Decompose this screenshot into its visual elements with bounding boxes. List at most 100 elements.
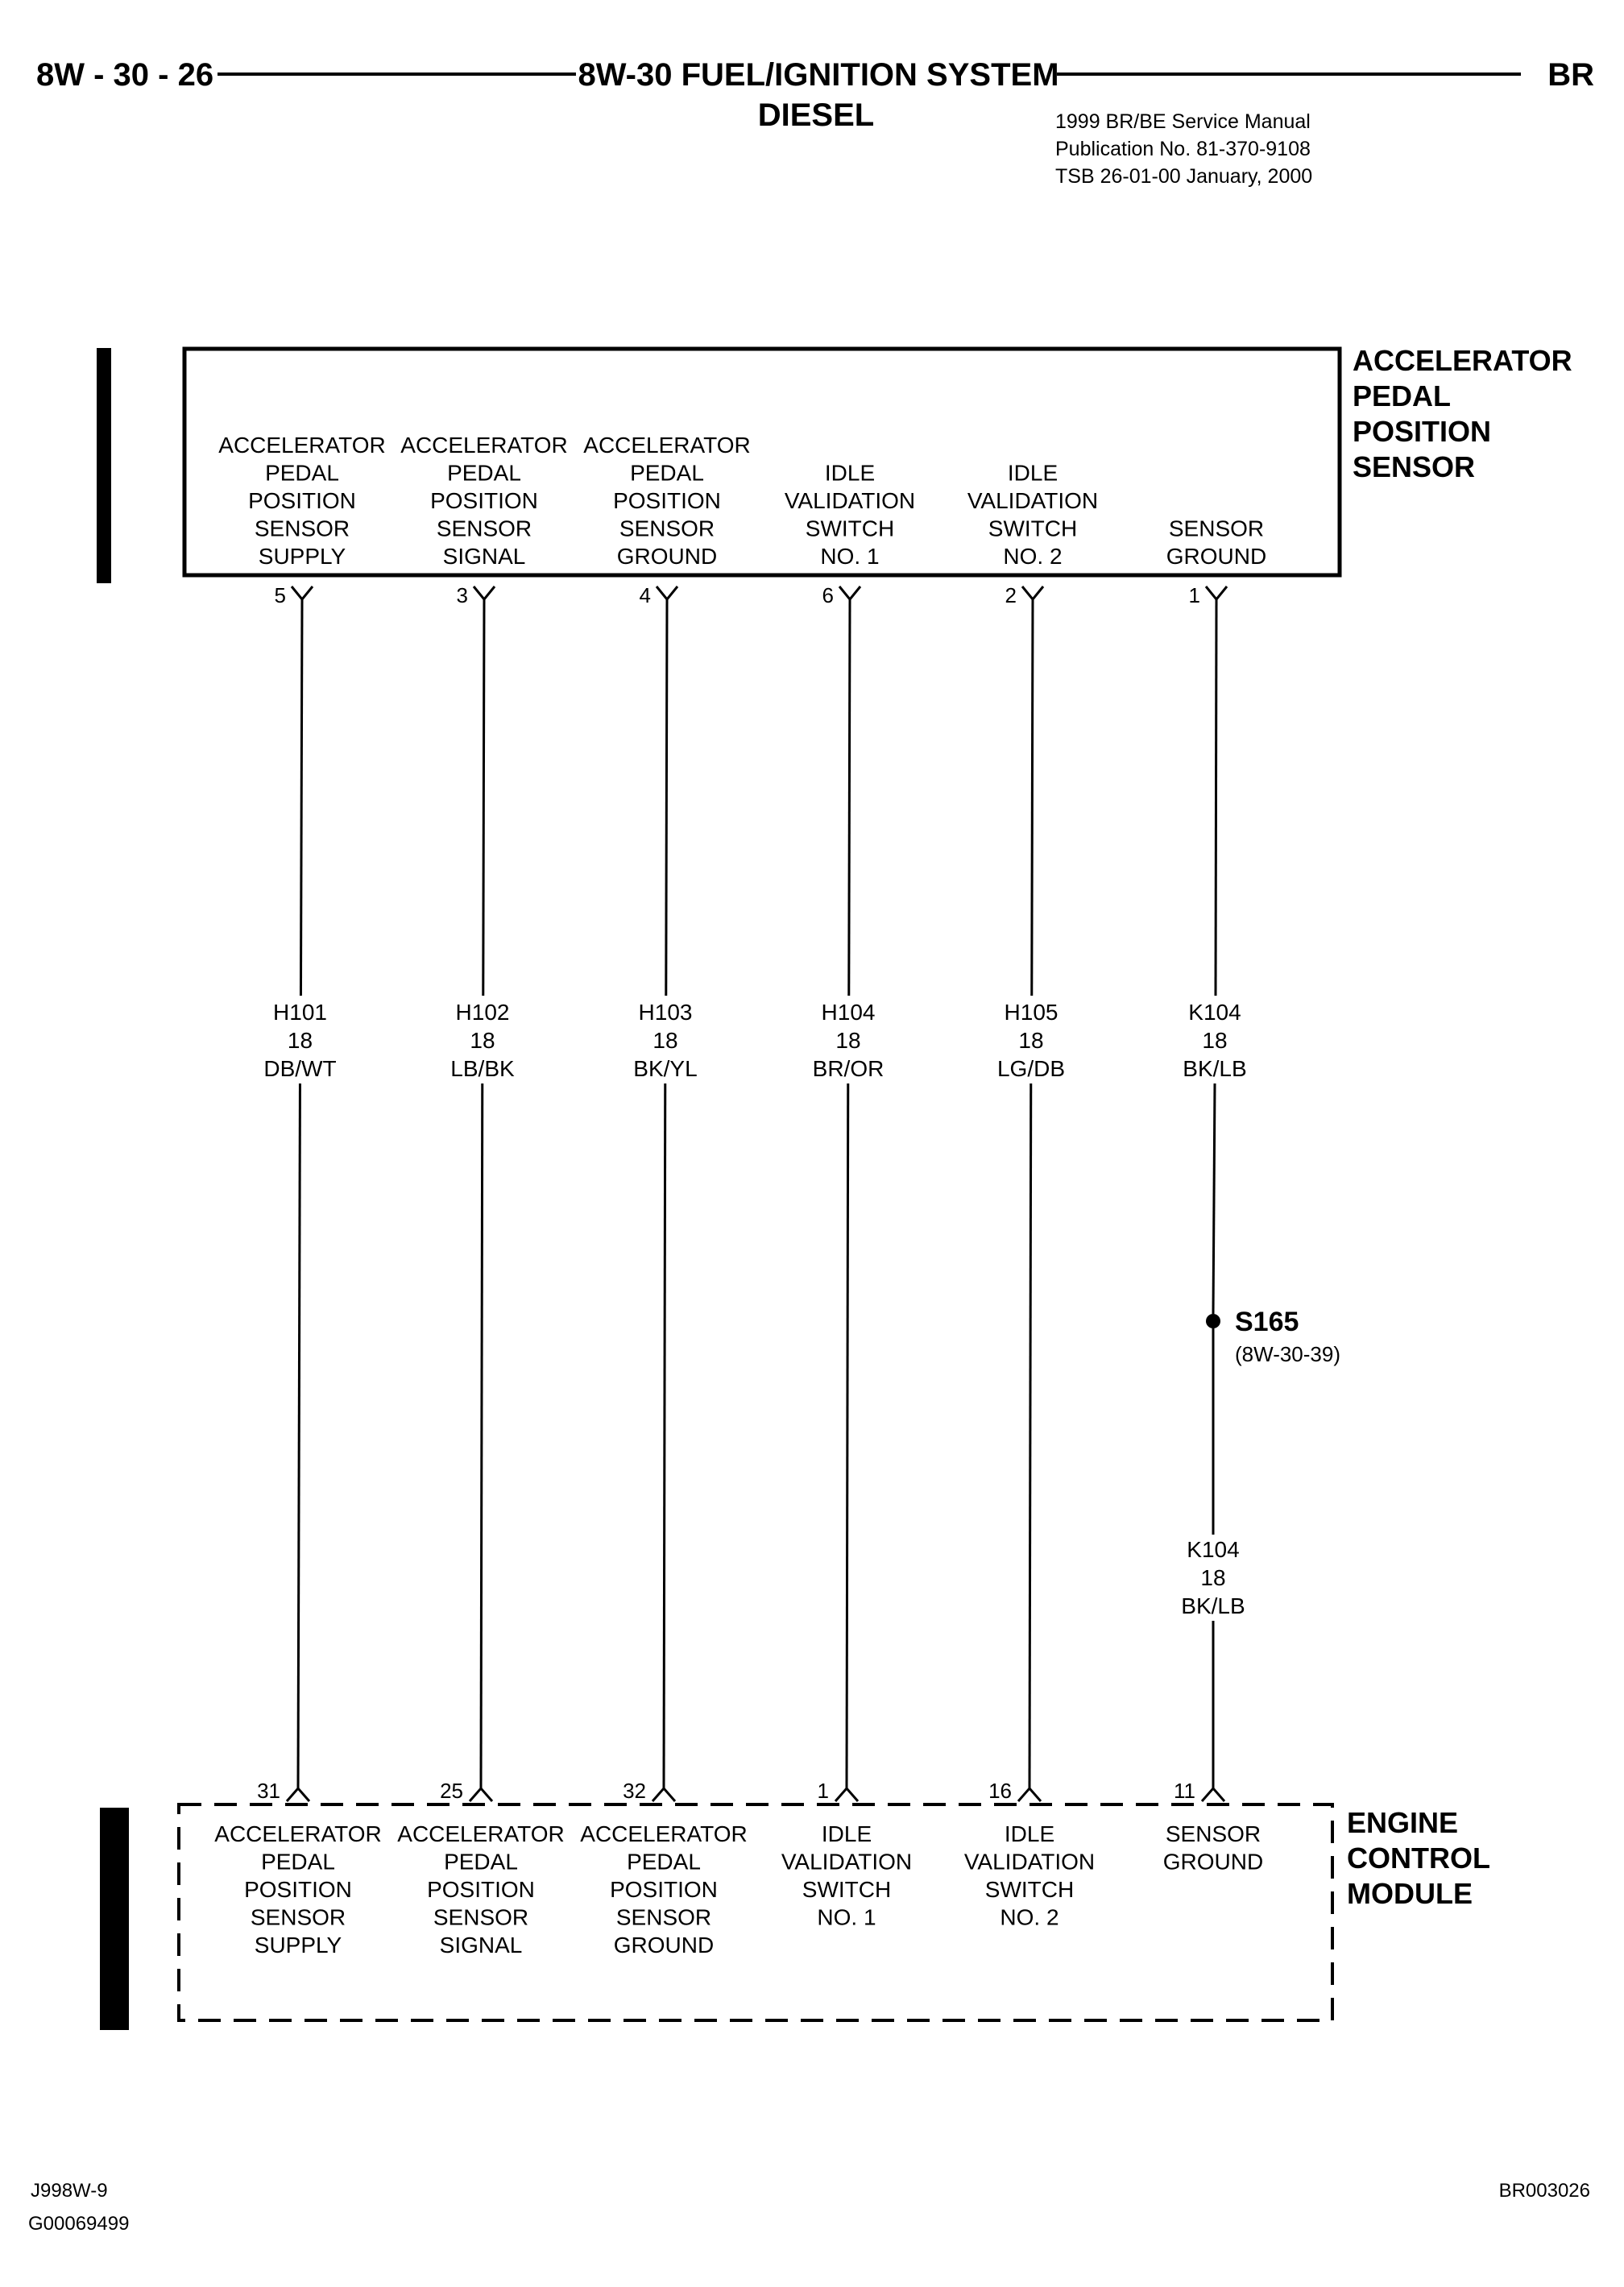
wire-segment bbox=[845, 1083, 850, 1789]
wire-label-gauge: 18 bbox=[470, 1028, 495, 1053]
splice-reference: (8W-30-39) bbox=[1235, 1342, 1340, 1366]
wire-label-color: LG/DB bbox=[997, 1056, 1065, 1081]
publication-line: Publication No. 81-370-9108 bbox=[1055, 138, 1311, 160]
sensor-pin-number: 2 bbox=[1005, 583, 1017, 607]
ecm-terminal-label: POSITION bbox=[244, 1877, 352, 1902]
sensor-pin-number: 6 bbox=[822, 583, 834, 607]
page-number: 8W - 30 - 26 bbox=[36, 57, 213, 93]
ecm-pin-number: 31 bbox=[257, 1779, 280, 1803]
sensor-pin-number: 1 bbox=[1189, 583, 1200, 607]
ecm-terminal-label: VALIDATION bbox=[964, 1850, 1095, 1875]
sensor-terminal-label: POSITION bbox=[430, 488, 538, 513]
ecm-terminal-label: SIGNAL bbox=[440, 1933, 523, 1958]
sensor-pin-number: 3 bbox=[457, 583, 468, 607]
splice-dot bbox=[1206, 1314, 1220, 1328]
wire-label-color: BK/LB bbox=[1183, 1056, 1246, 1081]
ecm-pin-number: 16 bbox=[988, 1779, 1012, 1803]
ecm-terminal-label: ACCELERATOR bbox=[214, 1821, 381, 1846]
wire-label-circuit: H102 bbox=[456, 1000, 510, 1025]
sensor-terminal-label: ACCELERATOR bbox=[400, 433, 567, 458]
wire-segment bbox=[299, 599, 304, 996]
footer-graphic-id: G00069499 bbox=[28, 2213, 129, 2235]
ecm-pin-number: 32 bbox=[623, 1779, 646, 1803]
sensor-terminal-label: PEDAL bbox=[447, 461, 521, 486]
ecm-title-line: ENGINE bbox=[1347, 1806, 1458, 1839]
wire-label-circuit: K104 bbox=[1188, 1000, 1241, 1025]
sensor-terminal-label: POSITION bbox=[248, 488, 356, 513]
wire-label-color: BK/YL bbox=[633, 1056, 697, 1081]
sensor-terminal-label: SWITCH bbox=[806, 516, 894, 541]
ecm-title-line: CONTROL bbox=[1347, 1842, 1490, 1875]
ecm-connector-symbol bbox=[834, 1786, 860, 1802]
page-subtitle: DIESEL bbox=[758, 97, 874, 133]
sensor-connector-symbol bbox=[1021, 586, 1045, 602]
sensor-terminal-label: NO. 1 bbox=[820, 544, 879, 569]
section-label: BR bbox=[1547, 57, 1594, 93]
sensor-terminal-label: IDLE bbox=[825, 461, 875, 486]
ecm-terminal-label: SWITCH bbox=[802, 1877, 891, 1902]
sensor-terminal-labels: ACCELERATORPEDALPOSITIONSENSORSUPPLY5ACC… bbox=[218, 433, 1266, 607]
wires: H10118DB/WTH10218LB/BKH10318BK/YLH10418B… bbox=[263, 586, 1247, 1802]
sensor-pin-number: 4 bbox=[640, 583, 651, 607]
sensor-title-line: POSITION bbox=[1353, 415, 1491, 448]
ecm-connector-symbol bbox=[1200, 1786, 1226, 1802]
wire-label-gauge: 18 bbox=[288, 1028, 313, 1053]
sensor-terminal-label: ACCELERATOR bbox=[218, 433, 385, 458]
wire-segment bbox=[1028, 1083, 1033, 1789]
sensor-connector-symbol bbox=[655, 586, 679, 602]
sensor-connector-symbol bbox=[1204, 586, 1228, 602]
ecm-terminal-label: SENSOR bbox=[433, 1905, 528, 1930]
ecm-terminal-label: SENSOR bbox=[251, 1905, 346, 1930]
wire-label-circuit: H101 bbox=[273, 1000, 327, 1025]
publication-line: 1999 BR/BE Service Manual bbox=[1055, 110, 1311, 133]
ecm-terminal-label: GROUND bbox=[1163, 1850, 1263, 1875]
ecm-marker-bar bbox=[100, 1808, 129, 2030]
sensor-terminal-label: POSITION bbox=[613, 488, 721, 513]
sensor-title-line: SENSOR bbox=[1353, 450, 1475, 483]
sensor-terminal-label: SENSOR bbox=[255, 516, 350, 541]
ecm-terminal-label: SWITCH bbox=[985, 1877, 1074, 1902]
wire-label-color: BK/LB bbox=[1181, 1593, 1245, 1618]
ecm-terminal-label: PEDAL bbox=[627, 1850, 701, 1875]
sensor-title-line: PEDAL bbox=[1353, 379, 1451, 412]
wire-segment bbox=[662, 1083, 667, 1789]
wire-segment bbox=[665, 599, 669, 996]
sensor-terminal-label: NO. 2 bbox=[1003, 544, 1062, 569]
wire-segment bbox=[479, 1083, 484, 1789]
ecm-terminal-label: POSITION bbox=[610, 1877, 718, 1902]
wire-segment bbox=[296, 1083, 301, 1789]
ecm-connector-symbol bbox=[651, 1786, 677, 1802]
sensor-terminal-label: SENSOR bbox=[437, 516, 532, 541]
sensor-terminal-label: SENSOR bbox=[619, 516, 715, 541]
ecm-connector-symbol bbox=[468, 1786, 494, 1802]
sensor-terminal-label: SUPPLY bbox=[259, 544, 346, 569]
sensor-title-line: ACCELERATOR bbox=[1353, 344, 1572, 377]
wire-label-circuit: H105 bbox=[1005, 1000, 1058, 1025]
sensor-terminal-label: VALIDATION bbox=[967, 488, 1098, 513]
ecm-terminal-label: ACCELERATOR bbox=[580, 1821, 747, 1846]
ecm-connector-symbol bbox=[1017, 1786, 1042, 1802]
publication-line: TSB 26-01-00 January, 2000 bbox=[1055, 165, 1312, 188]
sensor-connector-symbol bbox=[290, 586, 314, 602]
ecm-terminal-label: SENSOR bbox=[616, 1905, 711, 1930]
wire-segment bbox=[1212, 1083, 1216, 1315]
sensor-terminal-label: PEDAL bbox=[265, 461, 339, 486]
ecm-terminal-label: PEDAL bbox=[261, 1850, 335, 1875]
engine-control-module-box bbox=[177, 1803, 1334, 2022]
wire-label-gauge: 18 bbox=[1018, 1028, 1043, 1053]
wire-label-gauge: 18 bbox=[1202, 1028, 1227, 1053]
ecm-title-line: MODULE bbox=[1347, 1877, 1473, 1910]
ecm-terminal-label: NO. 2 bbox=[1000, 1905, 1058, 1930]
sensor-terminal-label: SWITCH bbox=[988, 516, 1077, 541]
wire-label-circuit: H104 bbox=[822, 1000, 876, 1025]
ecm-pin-number: 11 bbox=[1174, 1779, 1195, 1803]
ecm-terminal-label: NO. 1 bbox=[817, 1905, 876, 1930]
wire-label-circuit: H103 bbox=[639, 1000, 693, 1025]
wire-segment bbox=[1030, 599, 1034, 996]
sensor-terminal-label: IDLE bbox=[1008, 461, 1058, 486]
ecm-terminal-labels: ACCELERATORPEDALPOSITIONSENSORSUPPLY31AC… bbox=[214, 1779, 1263, 1958]
